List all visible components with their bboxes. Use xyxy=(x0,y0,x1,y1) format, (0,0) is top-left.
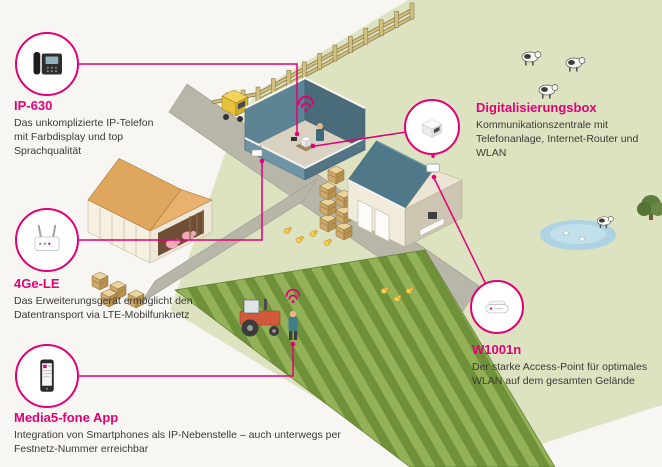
ip630-description: Das unkomplizierte IP-Telefon mit Farbdi… xyxy=(14,116,154,157)
access-point-icon xyxy=(485,300,509,314)
tractor xyxy=(239,299,281,337)
pig-barn xyxy=(87,158,213,264)
media5-device-badge xyxy=(15,344,79,408)
w1001n-title: W1001n xyxy=(472,342,522,357)
office-house-with-access-point xyxy=(347,140,463,248)
gele-title: 4Ge-LE xyxy=(14,276,60,291)
farmhouse-with-digitalisierungsbox xyxy=(244,76,366,181)
gele-callout: 4Ge-LE Das Erweiterungsgerät ermöglicht … xyxy=(14,276,219,323)
w1001n-device-badge xyxy=(470,280,524,334)
w1001n-callout: W1001n Der starke Access-Point für optim… xyxy=(472,342,660,389)
media5-description: Integration von Smartphones als IP-Neben… xyxy=(14,428,341,455)
media5-callout: Media5-fone App Integration von Smartpho… xyxy=(14,410,369,457)
striped-crop-field xyxy=(174,249,556,467)
digibox-device-badge xyxy=(404,99,460,155)
yellow-loader xyxy=(221,89,249,122)
ip630-title: IP-630 xyxy=(14,98,53,113)
digibox-callout: Digitalisierungsbox Kommunikationszentra… xyxy=(476,100,658,161)
pond-with-ducks xyxy=(540,220,616,250)
tree xyxy=(637,195,662,220)
lte-extender-icon xyxy=(34,224,60,251)
ip630-callout: IP-630 Das unkomplizierte IP-Telefon mit… xyxy=(14,98,174,159)
smartphone-icon xyxy=(40,359,54,392)
digibox-description: Kommunikationszentrale mit Telefonanlage… xyxy=(476,118,639,159)
gele-description: Das Erweiterungsgerät ermöglicht den Dat… xyxy=(14,294,193,321)
digibox-title: Digitalisierungsbox xyxy=(476,100,597,115)
farmer-with-smartphone xyxy=(288,310,298,340)
digitalisierungsbox-icon xyxy=(421,119,443,138)
gele-device-badge xyxy=(15,208,79,272)
connector-endpoints xyxy=(259,131,437,347)
media5-title: Media5-fone App xyxy=(14,410,119,425)
ip-phone-icon xyxy=(33,52,62,75)
ip630-device-badge xyxy=(15,32,79,96)
w1001n-description: Der starke Access-Point für optimales WL… xyxy=(472,360,648,387)
